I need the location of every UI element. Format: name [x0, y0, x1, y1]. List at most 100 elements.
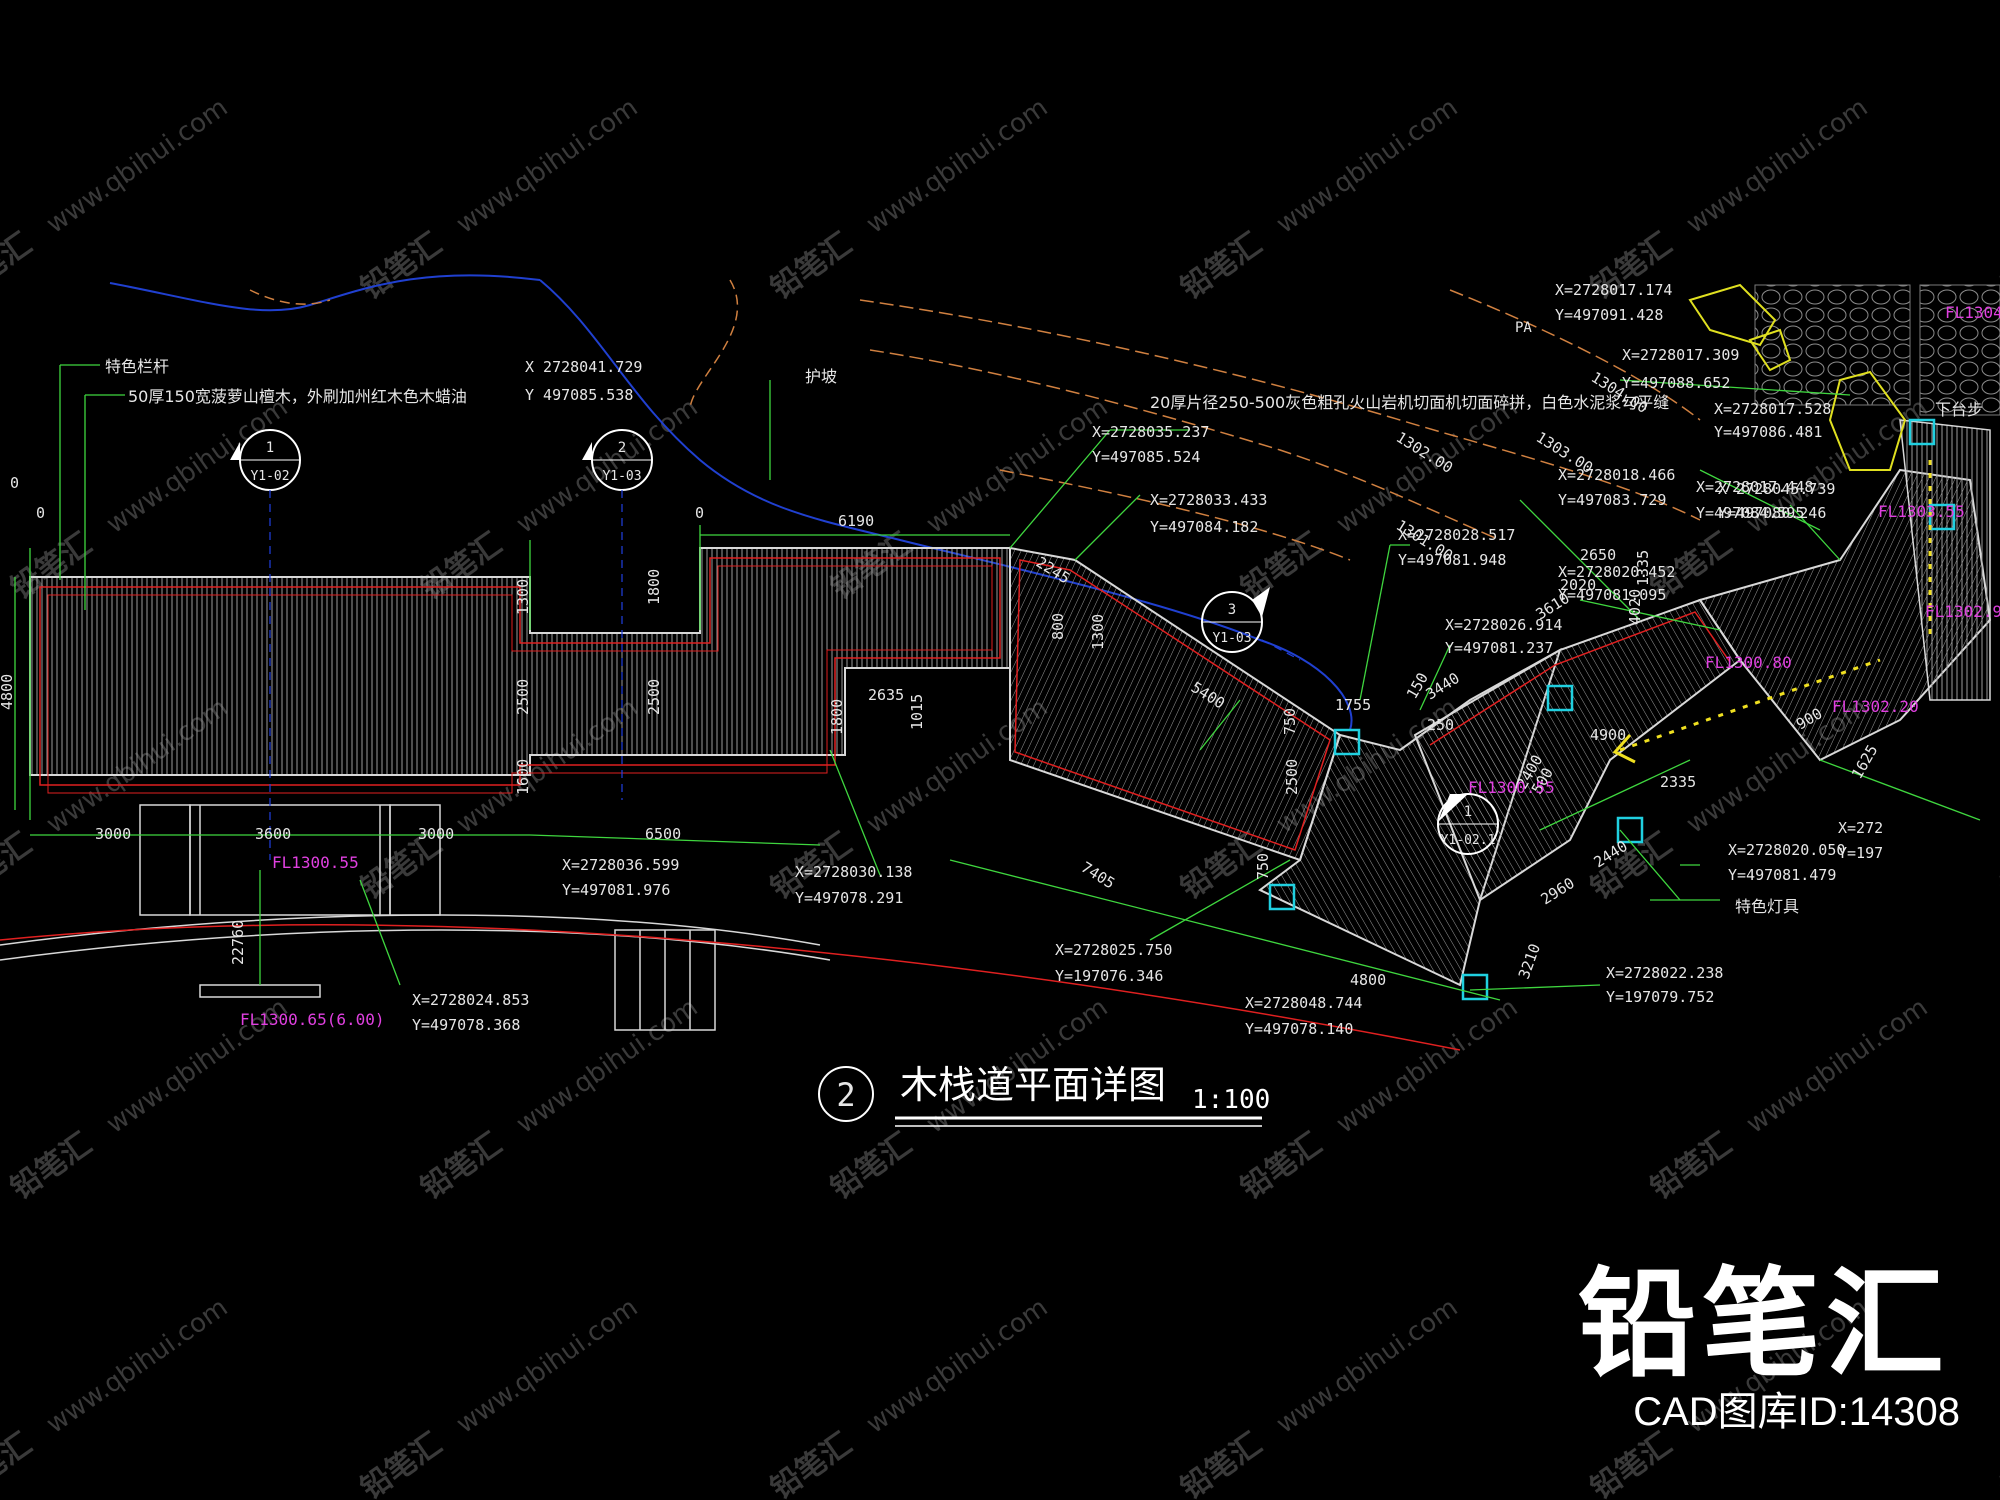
watermark-text: 铅笔汇 — [0, 1426, 38, 1500]
dimension-label: 1800 — [828, 699, 846, 735]
watermark-text: 铅笔汇 — [1645, 1126, 1739, 1206]
dimension-label: 2500 — [514, 679, 532, 715]
watermark-url: www.qbihui.com — [511, 993, 703, 1140]
coordinate-label: X=2728024.853 — [412, 991, 529, 1009]
level-label: FL1300.65(6.00) — [240, 1010, 385, 1029]
dimension-lines — [14, 364, 1981, 1001]
coordinate-label: Y=497081.948 — [1398, 551, 1506, 569]
drawing-title: 木栈道平面详图 — [900, 1063, 1166, 1107]
dimension-label: 0 — [695, 504, 704, 522]
section-marker-num: 3 — [1228, 602, 1236, 618]
watermark-text: 铅笔汇 — [1235, 526, 1329, 606]
dimension-label: 800 — [1049, 613, 1067, 640]
dimension-label: 2335 — [1660, 773, 1696, 791]
dimension-label: 3000 — [95, 825, 131, 843]
coordinate-label: Y=497078.291 — [795, 889, 903, 907]
level-label: FL1303.55 — [1878, 502, 1965, 521]
watermark-url: www.qbihui.com — [1331, 993, 1523, 1140]
coordinate-label: Y=497083.729 — [1558, 491, 1666, 509]
coordinate-label: X 2728045.739 — [1718, 480, 1835, 498]
watermark-url: www.qbihui.com — [861, 93, 1053, 240]
dimension-label: 4800 — [1350, 971, 1386, 989]
watermark-text: 铅笔汇 — [825, 1126, 919, 1206]
section-cut-lines — [269, 490, 1301, 860]
coordinate-label: Y=497080.246 — [1718, 504, 1826, 522]
watermark-url: www.qbihui.com — [861, 1293, 1053, 1440]
dimension-label: 0 — [36, 504, 45, 522]
coordinate-label: X=2728018.466 — [1558, 466, 1675, 484]
dimension-label: 22760 — [229, 920, 247, 965]
dimension-label: 2650 — [1580, 546, 1616, 564]
level-label: FL1300.55 — [1468, 778, 1555, 797]
lamp-icon — [1268, 883, 1296, 911]
dimension-label: 4020 — [1626, 589, 1644, 625]
section-marker: 1 Y1-02 — [230, 429, 301, 491]
coordinate-label: X=2728036.599 — [562, 856, 679, 874]
dimension-label: 6190 — [838, 512, 874, 530]
section-marker-ref: Y1-02 — [250, 469, 289, 484]
coordinate-label: Y=497084.595 — [1696, 504, 1804, 522]
coordinate-label: Y=197076.346 — [1055, 967, 1163, 985]
step-note: 下台步 — [1935, 400, 1983, 419]
lamp-icon — [1461, 973, 1489, 1001]
dimension-label: 2960 — [1538, 874, 1578, 908]
level-label: FL1304.00 — [1945, 303, 2000, 322]
coordinate-label: X=2728028.517 — [1398, 526, 1515, 544]
coordinate-label: X=2728026.914 — [1445, 616, 1562, 634]
dimension-label: 250 — [1427, 716, 1454, 734]
slope-note: 护坡 — [805, 367, 837, 386]
dimension-label: 750 — [1254, 853, 1272, 880]
drawing-number: 2 — [836, 1076, 855, 1114]
railing-detail-note: 50厚150宽菠萝山檀木，外刷加州红木色木蜡油 — [128, 387, 467, 406]
watermark-text: 铅笔汇 — [1585, 1426, 1679, 1500]
section-marker: 1 Y1-02.1 — [1437, 793, 1499, 855]
dimension-label: 3000 — [418, 825, 454, 843]
watermark-url: www.qbihui.com — [1331, 393, 1523, 540]
watermark-url: www.qbihui.com — [101, 393, 293, 540]
watermark-text: 铅笔汇 — [5, 1126, 99, 1206]
watermark-url: www.qbihui.com — [1681, 93, 1873, 240]
section-marker-num: 2 — [618, 440, 626, 456]
dimension-label: 0 — [10, 474, 19, 492]
coordinate-label: X=2728030.138 — [795, 863, 912, 881]
dimension-label: 1335 — [1634, 550, 1652, 586]
railing-note: 特色栏杆 — [105, 357, 169, 376]
paving-note: 20厚片径250-500灰色粗孔火山岩机切面机切面碎拼，白色水泥浆勾平缝 — [1150, 393, 1669, 412]
section-marker-ref: Y1-03 — [602, 469, 641, 484]
watermark-url: www.qbihui.com — [1741, 993, 1933, 1140]
coordinate-label: X=2728017.448 — [1696, 478, 1813, 496]
dimension-label: 1015 — [908, 694, 926, 730]
brand-id-line: CAD图库ID:14308 — [1633, 1390, 1960, 1434]
dimension-label: 1800 — [645, 569, 663, 605]
dimension-label: 1300 — [514, 579, 532, 615]
watermark-url: www.qbihui.com — [451, 1293, 643, 1440]
dimension-label: 7405 — [1078, 858, 1118, 892]
coordinate-label: X 2728041.729 — [525, 358, 642, 376]
stone-paving — [1688, 283, 2000, 471]
watermark-text: 铅笔汇 — [1175, 1426, 1269, 1500]
watermark-text: 铅笔汇 — [1175, 226, 1269, 306]
dimension-label: 1300 — [1089, 614, 1107, 650]
coordinate-label: Y=497086.481 — [1714, 423, 1822, 441]
dimension-label: 3600 — [255, 825, 291, 843]
coordinate-label: X=2728017.528 — [1714, 400, 1831, 418]
coordinate-label: X=2728048.744 — [1245, 994, 1362, 1012]
lamp-note: 特色灯具 — [1735, 897, 1799, 916]
section-marker-ref: Y1-03 — [1212, 631, 1251, 646]
section-marker-ref: Y1-02.1 — [1441, 833, 1496, 848]
level-label: FL1300.55 — [272, 853, 359, 872]
boardwalk-diagonal — [1009, 419, 1992, 987]
dimension-label: 4800 — [0, 674, 16, 710]
red-alignment-line — [0, 924, 1461, 1051]
dimension-label: 2020 — [1560, 576, 1596, 594]
watermark-url: www.qbihui.com — [41, 93, 233, 240]
coordinate-label: X=2728033.433 — [1150, 491, 1267, 509]
